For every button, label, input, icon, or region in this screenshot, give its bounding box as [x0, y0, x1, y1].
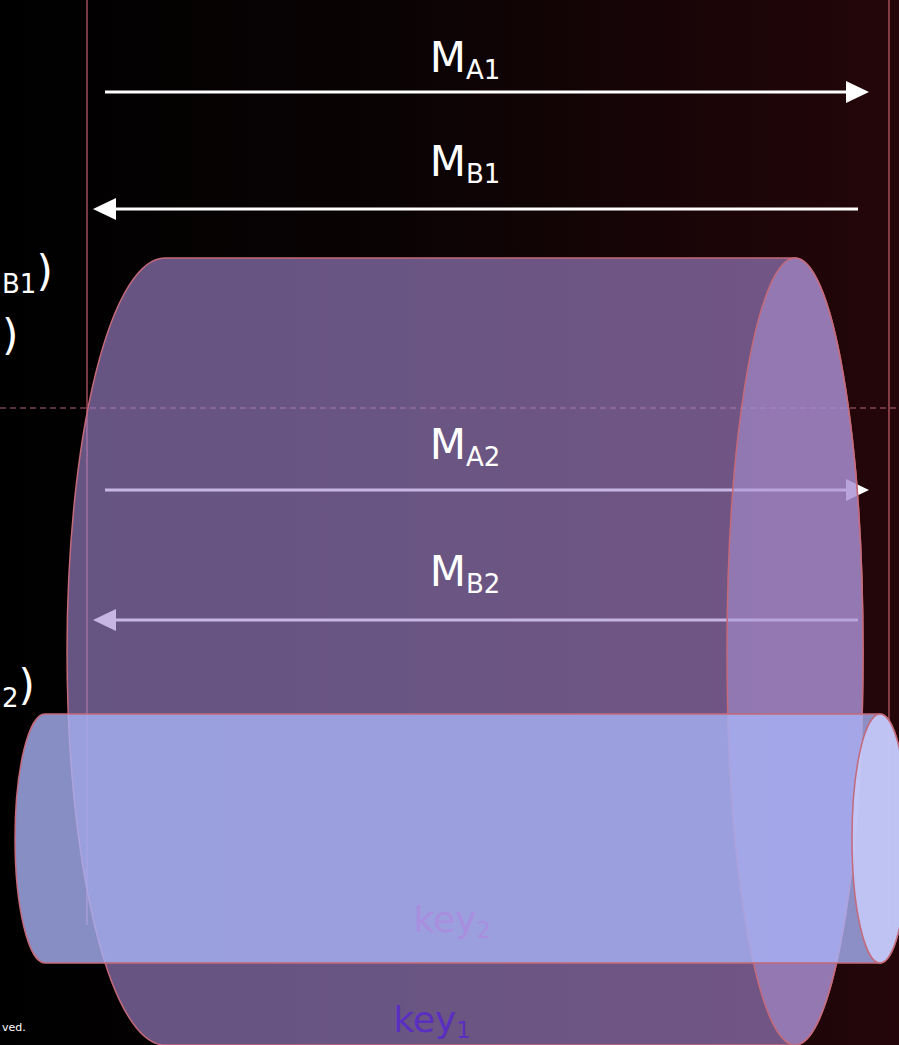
partial-text: B1): [2, 249, 53, 295]
partial-text: 2): [2, 663, 35, 709]
message-arrow: [105, 91, 848, 94]
message-arrow: [114, 208, 858, 211]
copyright-note: ved.: [2, 1022, 26, 1034]
message-label: MB2: [430, 549, 501, 595]
partial-text: ): [2, 313, 18, 359]
message-label: MA2: [430, 422, 501, 468]
key-label: key2: [413, 900, 490, 940]
key-label: key1: [393, 1000, 470, 1040]
arrow-head: [846, 81, 869, 103]
message-label: MA1: [430, 35, 501, 81]
cylinder-shape: key2: [15, 714, 899, 963]
arrow-head: [93, 198, 116, 220]
message-label: MB1: [430, 139, 501, 185]
